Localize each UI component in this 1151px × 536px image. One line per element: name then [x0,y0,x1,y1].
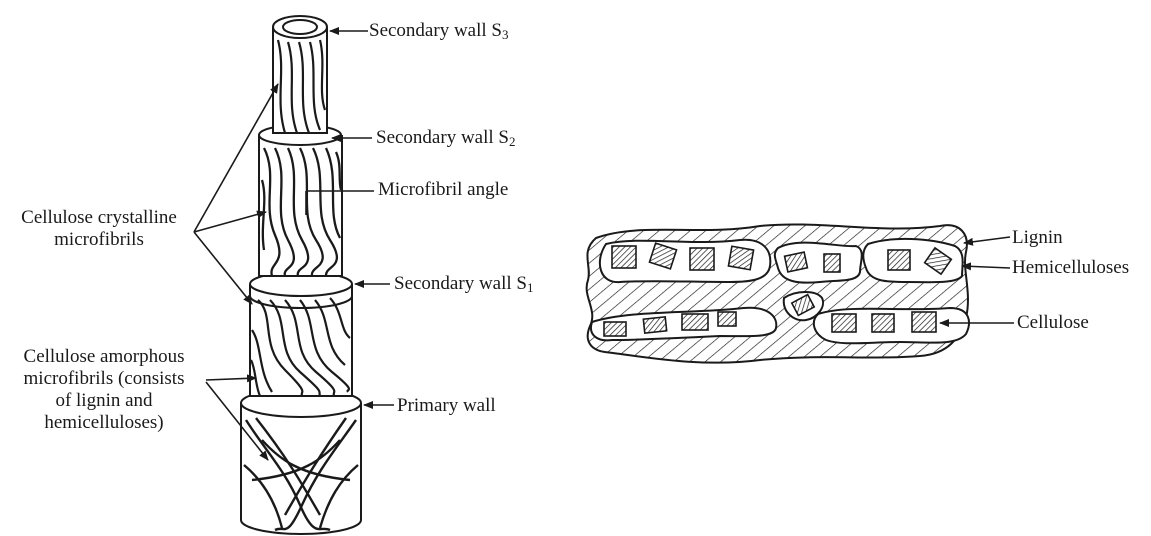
label-line: microfibrils (consists [4,368,204,390]
label-cellulose-amorphous-microfibrils: Cellulose amorphous microfibrils (consis… [4,346,204,434]
label-hemicelluloses: Hemicelluloses [1012,257,1129,279]
cellulose-crystal [643,317,666,333]
cellulose-crystal [785,252,808,272]
label-line: Cellulose crystalline [4,207,194,229]
label-subscript: 2 [509,134,516,149]
label-microfibril-angle: Microfibril angle [378,179,508,201]
secondary-wall-s2-layer [259,125,342,276]
label-secondary-wall-s2: Secondary wall S2 [376,127,515,153]
label-line: microfibrils [4,229,194,251]
cellulose-crystal [690,248,714,270]
label-text: Secondary wall S [394,273,527,294]
label-subscript: 3 [502,27,509,42]
cellulose-crystal [912,312,936,332]
cell-wall-diagram [241,16,361,534]
lignocellulose-diagram [587,224,969,362]
label-lignin: Lignin [1012,227,1063,249]
secondary-wall-s3-layer [273,16,327,133]
label-primary-wall: Primary wall [397,395,496,417]
label-secondary-wall-s3: Secondary wall S3 [369,20,508,46]
label-secondary-wall-s1: Secondary wall S1 [394,273,533,299]
cellulose-crystal [888,250,910,270]
cellulose-crystal [604,322,626,336]
label-text: Secondary wall S [369,20,502,41]
label-subscript: 1 [527,280,534,295]
label-cellulose-crystalline-microfibrils: Cellulose crystalline microfibrils [4,207,194,251]
cellulose-crystal [682,314,708,330]
cellulose-crystal [824,254,840,272]
cellulose-crystal [872,314,894,332]
label-text: Secondary wall S [376,127,509,148]
cellulose-crystal [612,246,636,268]
cellulose-crystal [718,312,736,326]
cellulose-crystal [832,314,856,332]
secondary-wall-s1-layer [250,272,352,396]
primary-wall-layer [241,389,361,534]
label-line: of lignin and [4,390,204,412]
cellulose-crystal [728,246,753,270]
label-line: Cellulose amorphous [4,346,204,368]
label-cellulose: Cellulose [1017,312,1089,334]
label-line: hemicelluloses) [4,412,204,434]
